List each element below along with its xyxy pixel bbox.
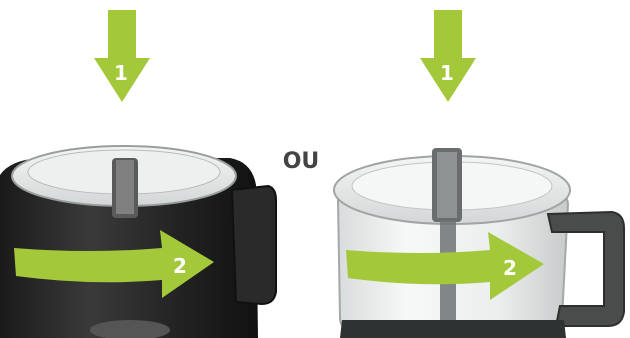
right-handle — [546, 210, 625, 327]
left-step1-label: 1 — [114, 61, 128, 85]
left-base-body — [0, 158, 258, 338]
left-food-processor — [0, 145, 277, 338]
left-handle — [230, 184, 277, 306]
right-step2-arrow-shape — [346, 232, 544, 300]
right-food-processor — [333, 148, 625, 338]
or-separator: OU — [283, 149, 320, 174]
left-step2-label: 2 — [173, 254, 187, 278]
right-step1-label: 1 — [440, 61, 454, 85]
left-step1-arrow: 1 — [94, 10, 150, 102]
left-step2-arrow: 2 — [14, 230, 214, 298]
right-step2-label: 2 — [503, 256, 517, 280]
left-step1-arrow-shape — [94, 10, 150, 102]
left-step2-arrow-shape — [14, 230, 214, 298]
right-step2-arrow: 2 — [346, 232, 544, 300]
right-step1-arrow-shape — [420, 10, 476, 102]
right-step1-arrow: 1 — [420, 10, 476, 102]
